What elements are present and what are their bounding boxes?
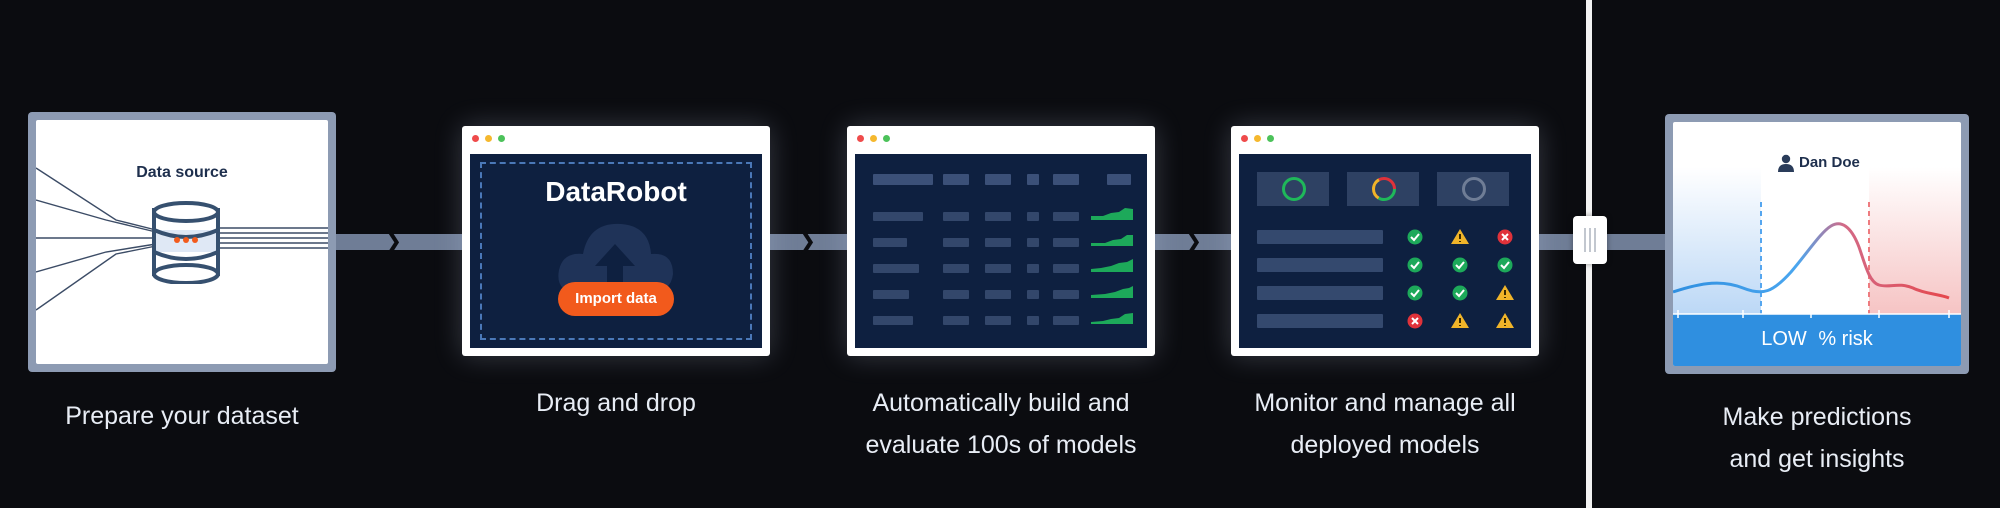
sparkline-icon — [1091, 313, 1133, 324]
risk-curve-chart — [1673, 167, 1961, 366]
check-icon — [1407, 229, 1423, 245]
step4-caption-line1: Monitor and manage all — [1254, 389, 1516, 417]
deployment-row — [1257, 258, 1383, 272]
deployment-row — [1257, 230, 1383, 244]
check-icon — [1497, 257, 1513, 273]
warning-icon — [1496, 285, 1514, 300]
prediction-card: Dan Doe LOW % risk — [1665, 114, 1969, 374]
step3-caption-line2: evaluate 100s of models — [865, 431, 1137, 459]
data-source-label: Data source — [136, 164, 228, 181]
status-ring-icon — [1372, 177, 1396, 201]
step5-caption-line1: Make predictions — [1722, 403, 1912, 431]
status-ring-icon — [1282, 177, 1306, 201]
monitoring-window — [1231, 126, 1539, 356]
connector-3 — [1153, 234, 1233, 250]
step5-caption: Make predictions and get insights — [1665, 396, 1969, 480]
user-icon — [1778, 154, 1794, 172]
deployment-row — [1257, 286, 1383, 300]
database-icon — [152, 201, 220, 284]
sparkline-icon — [1091, 208, 1133, 220]
step3-caption-line1: Automatically build and — [872, 389, 1130, 417]
step4-caption-line2: deployed models — [1290, 431, 1480, 459]
error-icon — [1497, 229, 1513, 245]
risk-label: % risk — [1818, 328, 1873, 350]
chevron-right-icon: ❯ — [1183, 229, 1203, 254]
cloud-upload-icon — [558, 223, 673, 292]
drop-zone[interactable]: DataRobot Import data — [470, 154, 762, 348]
status-grid — [1407, 229, 1514, 329]
check-icon — [1452, 285, 1468, 301]
step2-caption: Drag and drop — [536, 389, 696, 417]
monitoring-dashboard — [1239, 154, 1531, 348]
deployment-row — [1257, 314, 1383, 328]
chevron-right-icon: ❯ — [797, 229, 817, 254]
import-window: DataRobot Import data — [462, 126, 770, 356]
error-icon — [1407, 313, 1423, 329]
check-icon — [1407, 285, 1423, 301]
sparkline-icon — [1091, 235, 1133, 246]
user-name: Dan Doe — [1799, 154, 1860, 171]
data-lines-icon — [36, 167, 328, 311]
step1-caption: Prepare your dataset — [65, 402, 299, 430]
check-icon — [1452, 257, 1468, 273]
datarobot-logo: DataRobot — [545, 176, 687, 207]
warning-icon — [1451, 313, 1469, 328]
step4-caption: Monitor and manage all deployed models — [1231, 382, 1539, 466]
sparkline-icon — [1091, 286, 1133, 298]
data-source-card: Data source — [28, 112, 336, 372]
warning-icon — [1496, 313, 1514, 328]
risk-readout: LOW % risk — [1673, 324, 1961, 354]
leaderboard-table — [855, 154, 1147, 348]
status-ring-icon — [1462, 177, 1486, 201]
step3-caption: Automatically build and evaluate 100s of… — [847, 382, 1155, 466]
chevron-right-icon: ❯ — [383, 229, 403, 254]
connector-1 — [334, 234, 464, 250]
step5-caption-line2: and get insights — [1729, 445, 1905, 473]
connector-2 — [768, 234, 848, 250]
models-window — [847, 126, 1155, 356]
check-icon — [1407, 257, 1423, 273]
divider-handle[interactable] — [1573, 216, 1607, 264]
risk-level: LOW — [1761, 328, 1807, 350]
sparkline-icon — [1091, 259, 1133, 272]
import-data-button[interactable]: Import data — [558, 282, 674, 316]
warning-icon — [1451, 229, 1469, 244]
